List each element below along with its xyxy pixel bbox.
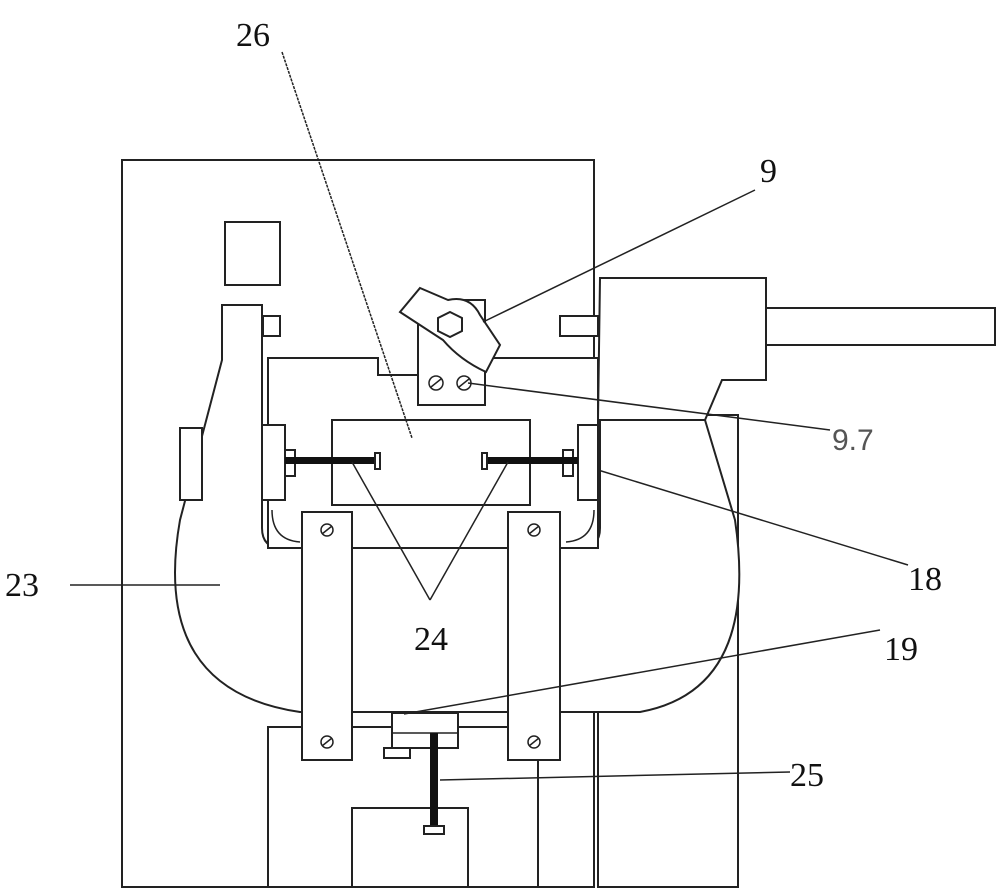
screw-25	[430, 733, 438, 828]
small-square-block	[225, 222, 280, 285]
hex-nut-icon	[438, 312, 462, 337]
label-24: 24	[414, 621, 448, 658]
label-9-7: 9.7	[832, 424, 874, 457]
label-19: 19	[884, 631, 918, 668]
label-9: 9	[760, 153, 777, 190]
right-arm-head	[598, 278, 766, 420]
screw-right	[487, 457, 578, 464]
link-left	[302, 512, 352, 760]
small-block-right	[560, 316, 598, 336]
block-19	[392, 713, 458, 748]
small-block-left	[263, 316, 280, 336]
left-stop-block	[180, 428, 202, 500]
screw-25-head	[424, 826, 444, 834]
label-23: 23	[5, 567, 39, 604]
side-plate-right	[578, 425, 598, 500]
screw-right-tip	[482, 453, 487, 469]
link-right	[508, 512, 560, 760]
nut-25	[384, 748, 410, 758]
label-18: 18	[908, 561, 942, 598]
label-26: 26	[236, 17, 270, 54]
rod	[766, 308, 995, 345]
label-25: 25	[790, 757, 824, 794]
screw-left	[285, 457, 375, 464]
side-plate-left	[262, 425, 285, 500]
screw-left-tip	[375, 453, 380, 469]
